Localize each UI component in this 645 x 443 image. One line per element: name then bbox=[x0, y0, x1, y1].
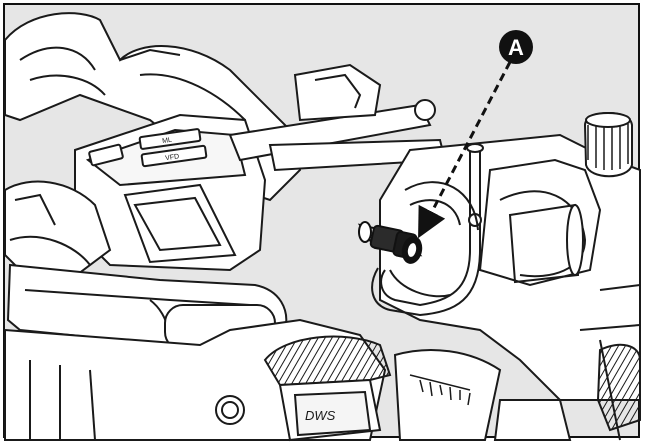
wire-tube bbox=[371, 143, 484, 317]
callout-leader-line bbox=[418, 61, 512, 239]
bevel-scale bbox=[393, 349, 502, 441]
panel-text-middle: VFD bbox=[165, 153, 180, 162]
callout-label: A bbox=[508, 35, 524, 60]
nameplate-text: DWS bbox=[305, 408, 336, 423]
panel-text-top: ML bbox=[162, 137, 173, 145]
lower-left-arm bbox=[4, 180, 112, 282]
connector-mount bbox=[389, 181, 479, 298]
lock-knob bbox=[583, 112, 633, 178]
knurled-knob: DWS bbox=[263, 335, 392, 442]
callout-badge: A bbox=[499, 30, 533, 64]
barrel-connector bbox=[357, 221, 423, 264]
switch-panel: ML VFD bbox=[74, 113, 267, 272]
gear-guard bbox=[493, 343, 641, 441]
motor-housing bbox=[379, 133, 641, 441]
